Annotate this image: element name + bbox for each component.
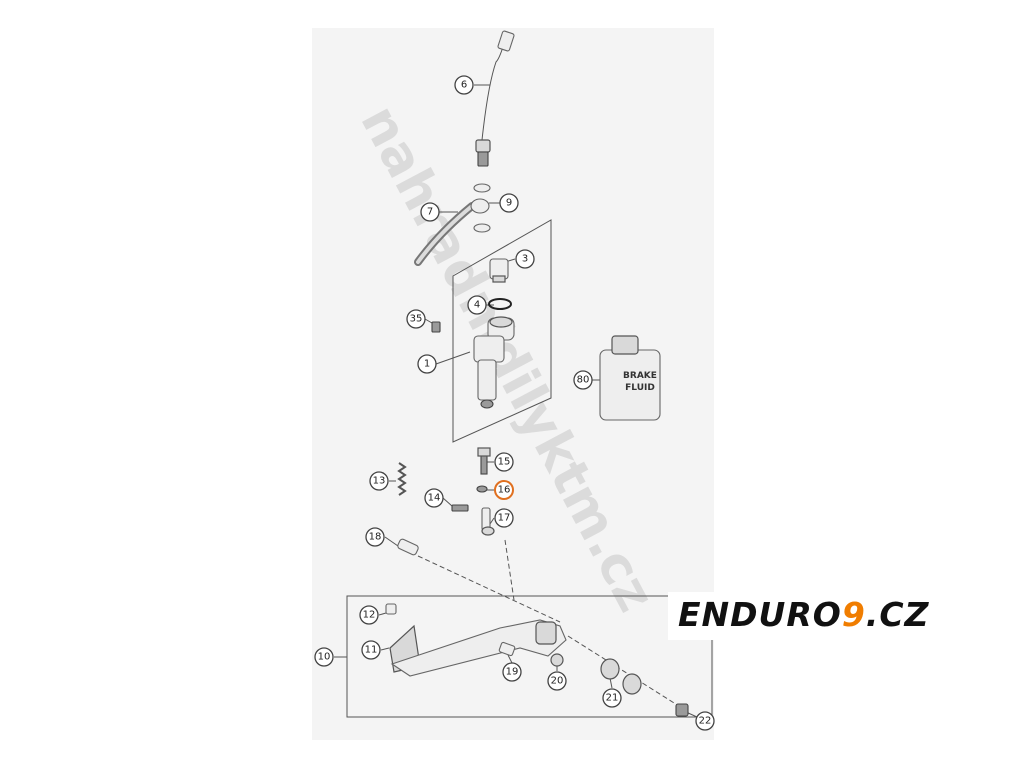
clevis-17: [481, 507, 495, 536]
callout-20: 20: [547, 671, 567, 691]
callout-6: 6: [454, 75, 474, 95]
reservoir-cap: [489, 258, 509, 283]
callout-19: 19: [502, 662, 522, 682]
svg-text:3: 3: [522, 254, 528, 265]
svg-text:18: 18: [369, 532, 382, 543]
svg-text:80: 80: [577, 375, 590, 386]
logo-suffix: .CZ: [866, 595, 930, 634]
svg-text:13: 13: [373, 476, 386, 487]
logo-text: ENDURO9.CZ: [678, 595, 930, 634]
callout-11: 11: [361, 640, 381, 660]
callout-16: 16: [494, 480, 514, 500]
brake-light-switch-cable: [475, 30, 515, 167]
callout-18: 18: [365, 527, 385, 547]
callout-21: 21: [602, 688, 622, 708]
callout-10: 10: [314, 647, 334, 667]
nut-16: [476, 485, 488, 493]
master-cylinder-body: [473, 316, 515, 409]
pin-19: [498, 641, 516, 657]
brake-pedal-10: [390, 619, 567, 677]
svg-text:20: 20: [551, 676, 564, 687]
svg-text:17: 17: [498, 513, 511, 524]
callout-13: 13: [369, 471, 389, 491]
pedal-group-frame: [346, 595, 713, 718]
svg-text:15: 15: [498, 457, 511, 468]
nut-20: [550, 653, 564, 667]
brake-hose: [414, 198, 490, 266]
svg-text:21: 21: [606, 693, 619, 704]
callout-4: 4: [467, 295, 487, 315]
screw-35: [431, 321, 441, 333]
logo-accent: 9: [842, 595, 866, 634]
callout-15: 15: [494, 452, 514, 472]
return-spring-13: [397, 462, 407, 496]
bolt-22: [675, 703, 689, 717]
callout-80: 80: [573, 370, 593, 390]
svg-text:16: 16: [498, 485, 511, 496]
svg-text:14: 14: [428, 493, 441, 504]
o-ring: [488, 298, 512, 310]
svg-text:9: 9: [506, 198, 512, 209]
callout-3: 3: [515, 249, 535, 269]
logo-prefix: ENDURO: [678, 595, 842, 634]
axis-line-lower: [567, 635, 683, 709]
svg-text:11: 11: [365, 645, 378, 656]
callout-17: 17: [494, 508, 514, 528]
callout-12: 12: [359, 605, 379, 625]
callouts: 6 9 7 3 4 35 1 80 15 13 16 14 17 18 12 1…: [314, 75, 715, 731]
spring-clips-12: [385, 603, 397, 615]
svg-text:12: 12: [363, 610, 376, 621]
pivot-pin-18: [397, 538, 419, 556]
svg-text:22: 22: [699, 716, 712, 727]
bottle-label-line-2: FLUID: [625, 383, 655, 393]
brake-fluid-bottle: BRAKE FLUID: [599, 335, 661, 421]
bearing-21: [600, 658, 642, 695]
svg-text:6: 6: [461, 80, 467, 91]
callout-35: 35: [406, 309, 426, 329]
callout-7: 7: [420, 202, 440, 222]
bolt-14: [451, 504, 469, 512]
callout-14: 14: [424, 488, 444, 508]
svg-text:35: 35: [410, 314, 423, 325]
svg-text:7: 7: [427, 207, 433, 218]
callout-22: 22: [695, 711, 715, 731]
bottle-label-line-1: BRAKE: [623, 371, 657, 381]
svg-text:19: 19: [506, 667, 519, 678]
axis-line: [417, 555, 561, 623]
callout-9: 9: [499, 193, 519, 213]
axis-line-vertical: [504, 539, 515, 601]
callout-1: 1: [417, 354, 437, 374]
master-cylinder-group-frame: [452, 219, 552, 443]
push-rod-15: [477, 447, 491, 475]
sealing-rings: [473, 183, 491, 233]
svg-text:10: 10: [318, 652, 331, 663]
svg-text:4: 4: [474, 300, 480, 311]
svg-text:1: 1: [424, 359, 430, 370]
enduro9-logo: ENDURO9.CZ: [668, 592, 964, 640]
